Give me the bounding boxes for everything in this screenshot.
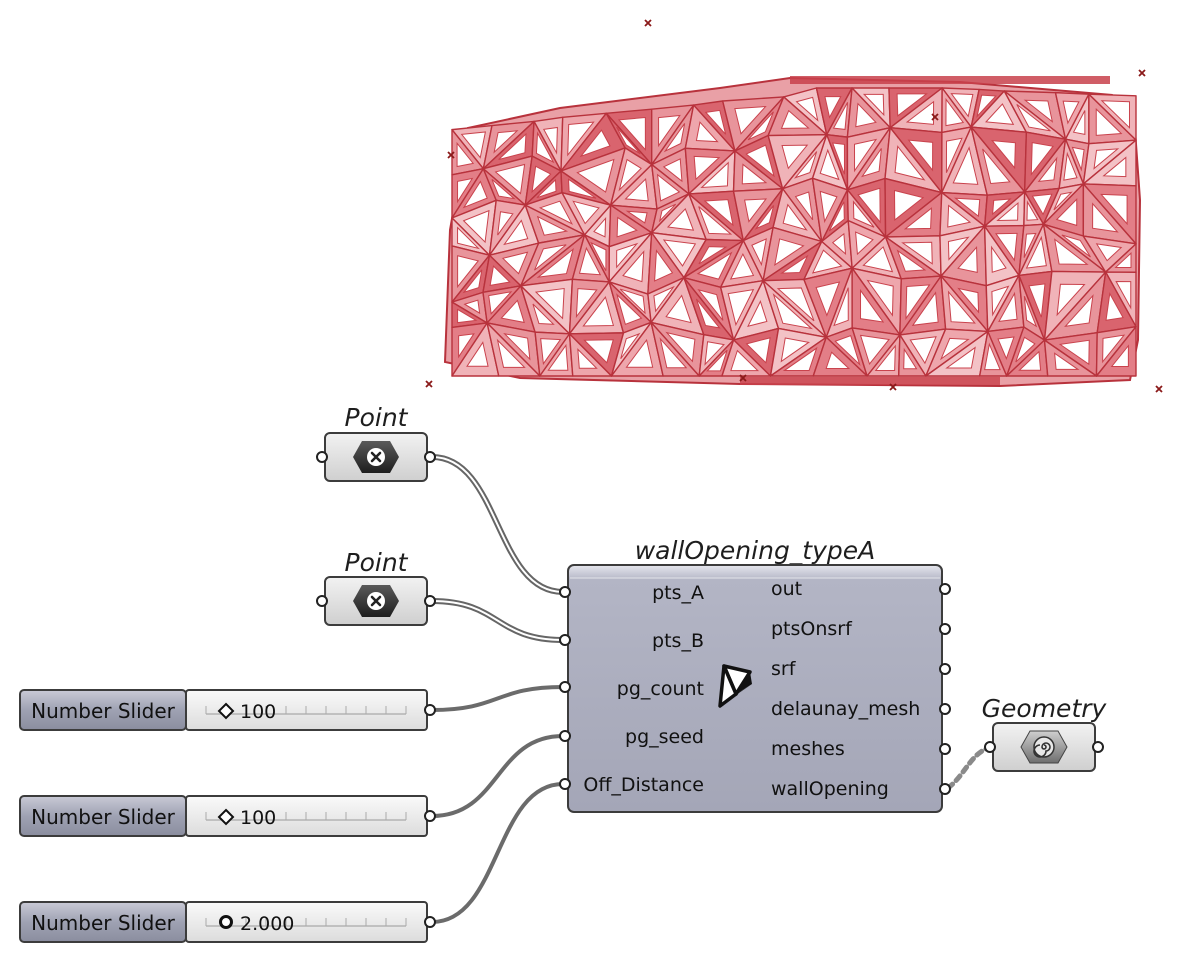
number-slider-off-distance[interactable]: Number Slider 2.000 <box>19 901 436 943</box>
viewport-preview <box>425 19 1163 393</box>
point-b-title: Point <box>345 548 409 577</box>
wire-slider-3-to-off-distance <box>430 782 565 924</box>
slider-3-label: Number Slider <box>31 911 176 935</box>
point-a-output-port[interactable] <box>424 451 436 463</box>
number-slider-pg-count[interactable]: Number Slider 100 <box>19 689 436 731</box>
slider-2-label: Number Slider <box>31 805 176 829</box>
input-port-pg-seed[interactable] <box>559 730 571 742</box>
output-port-meshes[interactable] <box>939 743 951 755</box>
output-port-wallopening[interactable] <box>939 783 951 795</box>
point-param-a[interactable]: Point <box>316 403 436 482</box>
output-ptsonsrf[interactable]: ptsOnsrf <box>771 618 853 640</box>
input-pg-count[interactable]: pg_count <box>617 678 704 700</box>
slider-2-grip-diamond-icon[interactable] <box>217 808 235 826</box>
input-pts-b[interactable]: pts_B <box>652 630 704 652</box>
spiral-hexagon-icon <box>1020 730 1068 764</box>
geometry-input-port[interactable] <box>984 741 996 753</box>
slider-1-grip-diamond-icon[interactable] <box>217 702 235 720</box>
slider-1-label: Number Slider <box>31 699 176 723</box>
output-port-delaunay-mesh[interactable] <box>939 703 951 715</box>
input-pts-a[interactable]: pts_A <box>652 582 704 604</box>
output-meshes[interactable]: meshes <box>771 738 845 760</box>
point-markers <box>425 19 1163 393</box>
slider-3-grip-circle-icon[interactable] <box>219 915 233 929</box>
output-port-ptsonsrf[interactable] <box>939 623 951 635</box>
output-out[interactable]: out <box>771 578 802 600</box>
wire-slider-1-to-pg-count <box>430 685 565 712</box>
output-delaunay-mesh[interactable]: delaunay_mesh <box>771 698 920 720</box>
slider-2-value: 100 <box>240 807 276 829</box>
number-slider-pg-seed[interactable]: Number Slider 100 <box>19 795 436 837</box>
output-srf[interactable]: srf <box>771 658 797 680</box>
x-hexagon-icon <box>353 585 399 617</box>
input-port-off-distance[interactable] <box>559 778 571 790</box>
slider-3-value: 2.000 <box>240 913 294 935</box>
wall-bottom-edge <box>740 377 1000 385</box>
point-param-b[interactable]: Point <box>316 548 436 626</box>
geometry-output-port[interactable] <box>1092 741 1104 753</box>
wire-point-a-to-pts-a <box>429 454 566 595</box>
input-pg-seed[interactable]: pg_seed <box>625 726 704 748</box>
slider-1-ticks <box>205 706 407 715</box>
x-hexagon-icon <box>353 441 399 473</box>
geometry-title: Geometry <box>982 694 1108 723</box>
input-off-distance[interactable]: Off_Distance <box>583 774 704 796</box>
wire-point-b-to-pts-b <box>429 598 566 643</box>
point-b-input-port[interactable] <box>316 595 328 607</box>
wall-opening-mesh <box>451 87 1137 377</box>
geometry-param[interactable]: Geometry <box>982 694 1108 772</box>
point-b-output-port[interactable] <box>424 595 436 607</box>
slider-1-output-port[interactable] <box>424 704 436 716</box>
slider-1-value: 100 <box>240 701 276 723</box>
triangle-mesh-icon <box>718 664 752 708</box>
output-port-out[interactable] <box>939 583 951 595</box>
output-wallopening[interactable]: wallOpening <box>771 778 889 800</box>
wall-top-edge <box>790 76 1110 84</box>
wire-slider-2-to-pg-seed <box>430 734 565 818</box>
input-port-pg-count[interactable] <box>559 681 571 693</box>
point-a-input-port[interactable] <box>316 451 328 463</box>
walls-opening-component[interactable]: wallOpening_typeA pts_A pts_B pg_count p… <box>559 536 951 813</box>
wire-wallopening-to-geometry <box>945 745 991 791</box>
point-a-title: Point <box>345 403 409 432</box>
output-port-srf[interactable] <box>939 663 951 675</box>
slider-3-output-port[interactable] <box>424 916 436 928</box>
input-port-pts-a[interactable] <box>559 586 571 598</box>
slider-2-output-port[interactable] <box>424 810 436 822</box>
input-port-pts-b[interactable] <box>559 634 571 646</box>
component-title: wallOpening_typeA <box>635 536 876 565</box>
